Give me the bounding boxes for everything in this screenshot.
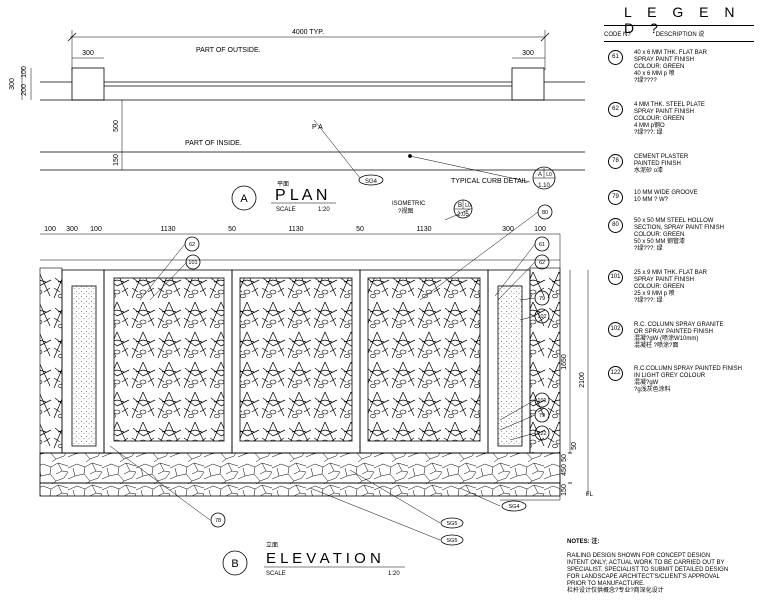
- elev-dim-50a: 50: [561, 454, 568, 462]
- elev-fl-label: FL: [586, 492, 594, 498]
- legend-code-78: 78: [608, 154, 623, 169]
- notes-text: RAILING DESIGN SHOWN FOR CONCEPT DESIGN …: [567, 553, 729, 594]
- elev-callout-79b: 79: [539, 413, 545, 419]
- plan-ref-205: 2.05: [457, 212, 469, 218]
- legend-desc-101: 25 x 9 MM THK. FLAT BAR SPRAY PAINT FINI…: [634, 270, 708, 304]
- elev-callout-80: 80: [542, 210, 548, 216]
- elev-callout-101: 101: [188, 260, 197, 266]
- legend-desc-62: 4 MM THK. STEEL PLATE SPRAY PAINT FINISH…: [634, 102, 705, 136]
- elev-dim-2100: 2100: [579, 372, 586, 388]
- plan-iso-sub: ?视图: [398, 207, 413, 215]
- elev-title: E L E V A T I O N: [266, 550, 381, 567]
- legend-code-79: 79: [608, 190, 623, 205]
- elev-ref-sg5b: SG5: [446, 538, 457, 544]
- legend-item: 78 CEMENT PLASTER PAINTED FINISH 水泥砂 o漆: [608, 154, 758, 182]
- elev-callout-122: 122: [537, 431, 546, 437]
- plan-dim-500: 500: [113, 120, 120, 132]
- plan-inside-label: PART OF INSIDE.: [185, 140, 242, 147]
- legend-item: 101 25 x 9 MM THK. FLAT BAR SPRAY PAINT …: [608, 270, 758, 314]
- elev-dim-8: 1130: [416, 226, 431, 233]
- plan-dim-200: 200: [21, 84, 28, 96]
- elev-dim-2: 300: [66, 226, 78, 233]
- legend-col-code: CODE N?: [604, 32, 631, 38]
- plan-ref-l0b: L0: [465, 203, 471, 209]
- elevation-labels: 100 300 100 1130 50 1130 50 1130 300 100…: [44, 210, 594, 577]
- elev-scale-label: SCALE: [266, 571, 286, 577]
- plan-labels: 4000 TYP. 300 300 300 200 100 500 150 PA…: [9, 29, 552, 218]
- elev-callout-61: 61: [539, 242, 545, 248]
- legend-desc-61: 40 x 6 MM THK. FLAT BAR SPRAY PAINT FINI…: [634, 50, 708, 84]
- plan-outside-label: PART OF OUTSIDE.: [196, 47, 261, 54]
- legend-code-122: 122: [608, 366, 623, 381]
- elev-callout-62: 62: [189, 242, 195, 248]
- plan-dim-300: 300: [9, 78, 16, 90]
- plan-view: [21, 30, 585, 221]
- plan-ref-a: A: [538, 172, 542, 178]
- elev-title-letter: B: [231, 558, 238, 570]
- elev-dim-10: 100: [534, 226, 546, 233]
- legend-item: 122 R.C.COLUMN SPRAY PAINTED FINISH IN L…: [608, 366, 758, 398]
- plan-dim-left: 300: [82, 50, 94, 57]
- plan-ref-l0: L0: [546, 172, 552, 178]
- legend-list: 61 40 x 6 MM THK. FLAT BAR SPRAY PAINT F…: [608, 50, 758, 406]
- plan-ref-110: 1.10: [538, 183, 550, 189]
- elev-callout-101b: 101: [537, 398, 546, 404]
- plan-dim-150: 150: [113, 154, 120, 166]
- plan-iso-label: ISOMETRIC: [392, 201, 426, 207]
- elev-dim-5: 50: [228, 226, 236, 233]
- plan-scale-label: SCALE: [276, 207, 296, 213]
- elev-callout-62b: 62: [539, 260, 545, 266]
- legend-desc-78: CEMENT PLASTER PAINTED FINISH 水泥砂 o漆: [634, 154, 689, 174]
- plan-dim-total: 4000 TYP.: [292, 29, 324, 36]
- plan-scale-value: 1:20: [318, 207, 330, 213]
- legend-code-62: 62: [608, 102, 623, 117]
- elev-dim-6: 1130: [288, 226, 303, 233]
- elev-ref-sg4: SG4: [508, 504, 519, 510]
- plan-curb-label: TYPICAL CURB DETAIL: [451, 178, 528, 185]
- legend-col-desc: DESCRIPTION 说: [655, 32, 705, 38]
- legend-desc-80: 50 x 50 MM STEEL HOLLOW SECTION, SPRAY P…: [634, 218, 724, 252]
- legend-title: L E G E N D ?: [624, 4, 741, 36]
- plan-title: P L A N: [275, 187, 327, 204]
- legend-item: 102 R.C. COLUMN SPRAY GRANITE OR SPRAY P…: [608, 322, 758, 358]
- legend-code-101: 101: [608, 270, 623, 285]
- legend-code-102: 102: [608, 322, 623, 337]
- elev-dim-9: 300: [502, 226, 514, 233]
- elevation-view: [39, 204, 589, 576]
- plan-title-cjk: 平面: [277, 181, 289, 188]
- plan-title-letter: A: [240, 193, 248, 205]
- legend-header: CODE N? DESCRIPTION 说: [604, 25, 754, 42]
- elev-ref-sg5a: SG5: [446, 521, 457, 527]
- plan-dim-100: 100: [21, 66, 28, 78]
- elev-dim-150: 150: [561, 484, 568, 496]
- elev-dim-1650: 1650: [561, 354, 568, 370]
- legend-desc-122: R.C.COLUMN SPRAY PAINTED FINISH IN LIGHT…: [634, 366, 743, 393]
- legend-item: 80 50 x 50 MM STEEL HOLLOW SECTION, SPRA…: [608, 218, 758, 262]
- plan-dim-right: 300: [522, 50, 534, 57]
- elev-callout-79: 79: [539, 296, 545, 302]
- plan-ref-sg4: SG4: [365, 179, 378, 185]
- notes-title: NOTES: 注:: [567, 539, 600, 545]
- elev-dim-50b: 50: [571, 442, 578, 450]
- legend-code-61: 61: [608, 50, 623, 65]
- elev-scale-value: 1:20: [388, 571, 400, 577]
- legend-desc-102: R.C. COLUMN SPRAY GRANITE OR SPRAY PAINT…: [634, 322, 724, 349]
- elev-dim-4: 1130: [160, 226, 175, 233]
- legend-item: 61 40 x 6 MM THK. FLAT BAR SPRAY PAINT F…: [608, 50, 758, 94]
- legend-desc-79: 10 MM WIDE GROOVE 10 MM ? W?: [634, 190, 698, 203]
- legend-code-80: 80: [608, 218, 623, 233]
- elev-dim-3: 100: [90, 226, 102, 233]
- plan-ref-b: B: [458, 203, 462, 209]
- notes-block: NOTES: 注: RAILING DESIGN SHOWN FOR CONCE…: [567, 532, 759, 602]
- legend-item: 62 4 MM THK. STEEL PLATE SPRAY PAINT FIN…: [608, 102, 758, 146]
- elev-dim-1: 100: [44, 226, 56, 233]
- elev-dim-7: 50: [356, 226, 364, 233]
- plan-pa-label: P A: [312, 124, 323, 131]
- elev-callout-78: 78: [215, 518, 221, 524]
- legend-item: 79 10 MM WIDE GROOVE 10 MM ? W?: [608, 190, 758, 210]
- elev-dim-450: 450: [561, 464, 568, 476]
- elev-title-cjk: 立面: [266, 541, 278, 549]
- elev-callout-102: 102: [537, 314, 546, 320]
